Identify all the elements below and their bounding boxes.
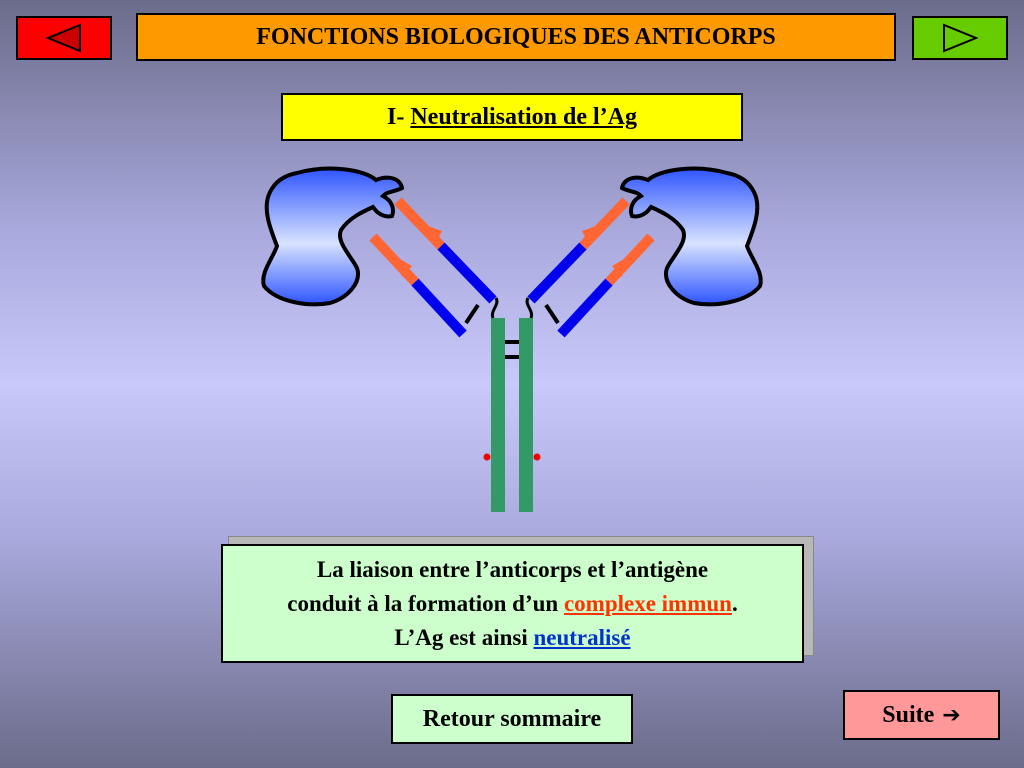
binding-site-bump [428,226,442,245]
complexe-immun-term: complexe immun [563,590,732,616]
arrow-right-icon: ➔ [942,702,961,728]
heavy-chain-arm-left [437,242,497,304]
neutralise-term: neutralisé [533,624,631,650]
antibody-antigen-diagram [261,166,763,512]
carbohydrate-dot [533,453,541,461]
triangle-left-icon [45,23,81,53]
caption-line-3-prefix: L’Ag est ainsi [394,624,534,650]
triangle-right-icon [943,23,979,53]
section-title-text: Neutralisation de l’Ag [410,103,637,130]
heavy-chain-stem-right [519,318,533,512]
return-to-summary-button[interactable]: Retour sommaire [391,694,633,744]
heavy-chain-arm-right [527,242,587,304]
caption-line-2-prefix: conduit à la formation d’un [287,590,564,616]
variable-region-light-right [605,233,655,286]
caption-box: La liaison entre l’anticorps et l’antigè… [221,544,804,663]
previous-slide-button[interactable] [16,16,112,60]
suite-label: Suite [882,701,935,728]
caption-line-1: La liaison entre l’anticorps et l’antigè… [316,556,709,582]
slide-title: FONCTIONS BIOLOGIQUES DES ANTICORPS [136,13,896,61]
carbohydrate-dot [483,453,491,461]
variable-region-light-left [369,233,419,286]
binding-site-bump [398,258,412,277]
light-chain-left [411,278,467,338]
light-chain-right [557,278,613,338]
binding-site-bump [582,226,596,245]
caption-line-3: L’Ag est ainsi neutralisé [394,621,630,655]
caption-line-2-suffix: . [731,590,738,616]
antigen-right [619,166,763,307]
caption-line-2: conduit à la formation d’un complexe imm… [287,587,737,621]
interchain-bond-left [464,303,480,325]
hinge-right [525,297,534,319]
suite-button[interactable]: Suite ➔ [843,690,1000,740]
binding-site-bump [612,258,626,277]
heavy-chain-stem-left [491,318,505,512]
section-title: I- Neutralisation de l’Ag [281,93,743,141]
section-number: I- [387,103,405,130]
disulfide-bond [505,355,519,359]
disulfide-bond [505,340,519,344]
hinge-left [490,297,499,319]
next-slide-button[interactable] [912,16,1008,60]
interchain-bond-right [544,303,560,325]
antigen-left [261,166,405,307]
